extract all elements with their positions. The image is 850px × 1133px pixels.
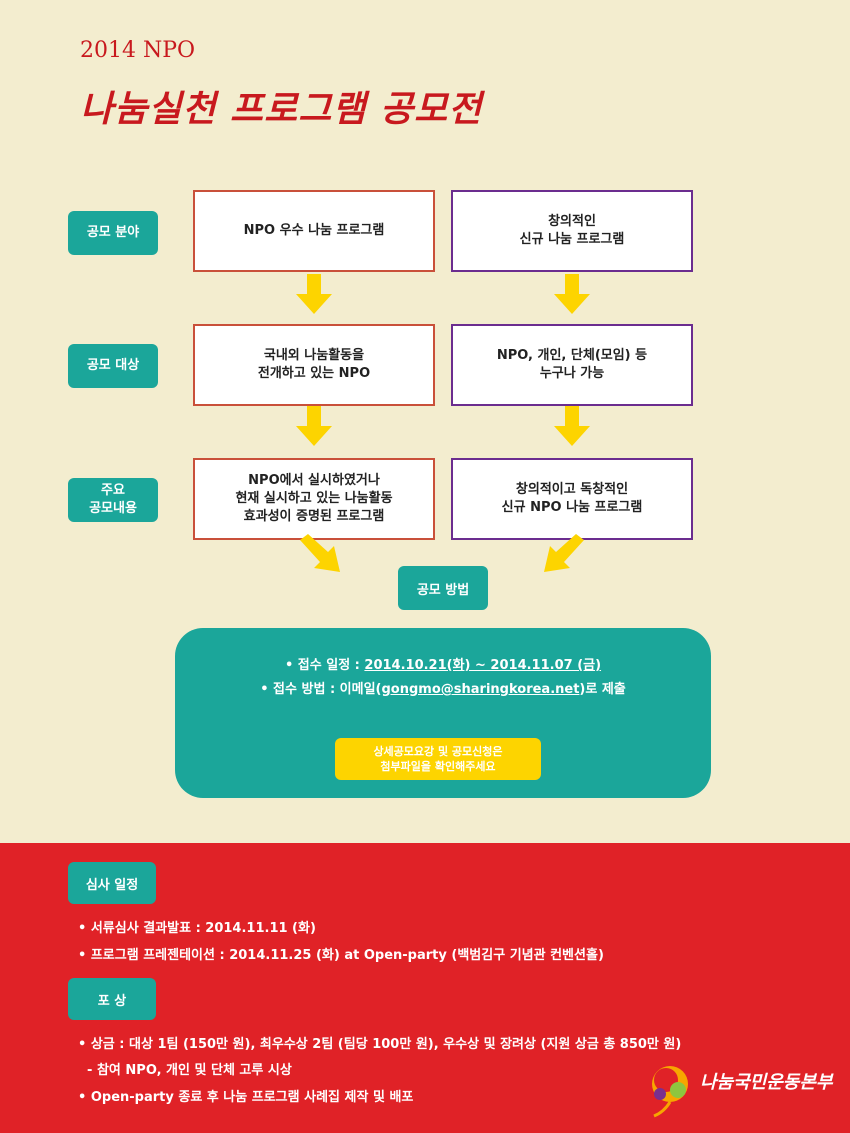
tag-method: 공모 방법 <box>398 566 488 610</box>
tag-review: 심사 일정 <box>68 862 156 904</box>
period-label: • 접수 일정 : <box>284 658 365 673</box>
method-panel: • 접수 일정 : 2014.10.21(화) ~ 2014.11.07 (금)… <box>175 628 711 798</box>
box-domestic-npo: 국내외 나눔활동을 전개하고 있는 NPO <box>193 324 435 406</box>
tag-award: 포 상 <box>68 978 156 1020</box>
event-year: 2014 NPO <box>80 38 196 63</box>
method-suffix: )로 제출 <box>579 682 626 697</box>
period-value: 2014.10.21(화) ~ 2014.11.07 (금) <box>364 658 602 673</box>
review-item: • 프로그램 프레젠테이션 : 2014.11.25 (화) at Open-p… <box>78 948 604 963</box>
award-item: • Open-party 종료 후 나눔 프로그램 사례집 제작 및 배포 <box>78 1090 414 1105</box>
attachment-notice-button[interactable]: 상세공모요강 및 공모신청은 첨부파일을 확인해주세요 <box>335 738 541 780</box>
down-arrow-icon <box>554 406 590 446</box>
box-anyone: NPO, 개인, 단체(모임) 등 누구나 가능 <box>451 324 693 406</box>
review-item: • 서류심사 결과발표 : 2014.11.11 (화) <box>78 921 316 936</box>
email-link[interactable]: gongmo@sharingkorea.net <box>381 682 580 697</box>
diagonal-arrow-icon <box>300 534 340 572</box>
box-new-program: 창의적인 신규 나눔 프로그램 <box>451 190 693 272</box>
method-line: • 접수 방법 : 이메일(gongmo@sharingkorea.net)로 … <box>175 678 711 697</box>
award-item: - 참여 NPO, 개인 및 단체 고루 시상 <box>78 1063 292 1078</box>
sharing-korea-logo-icon <box>652 1066 688 1118</box>
down-arrow-icon <box>554 274 590 314</box>
period-line: • 접수 일정 : 2014.10.21(화) ~ 2014.11.07 (금) <box>175 654 711 673</box>
diagonal-arrow-icon <box>544 534 584 572</box>
down-arrow-icon <box>296 274 332 314</box>
box-proven-program: NPO에서 실시하였거나 현재 실시하고 있는 나눔활동 효과성이 증명된 프로… <box>193 458 435 540</box>
down-arrow-icon <box>296 406 332 446</box>
tag-field: 공모 분야 <box>68 211 158 255</box>
page-title: 나눔실천 프로그램 공모전 <box>80 88 483 130</box>
tag-content: 주요 공모내용 <box>68 478 158 522</box>
tag-target: 공모 대상 <box>68 344 158 388</box>
award-item: • 상금 : 대상 1팀 (150만 원), 최우수상 2팀 (팀당 100만 … <box>78 1037 682 1052</box>
box-creative-program: 창의적이고 독창적인 신규 NPO 나눔 프로그램 <box>451 458 693 540</box>
box-npo-program: NPO 우수 나눔 프로그램 <box>193 190 435 272</box>
logo-text: 나눔국민운동본부 <box>700 1072 833 1093</box>
method-label: • 접수 방법 : 이메일( <box>260 682 382 697</box>
